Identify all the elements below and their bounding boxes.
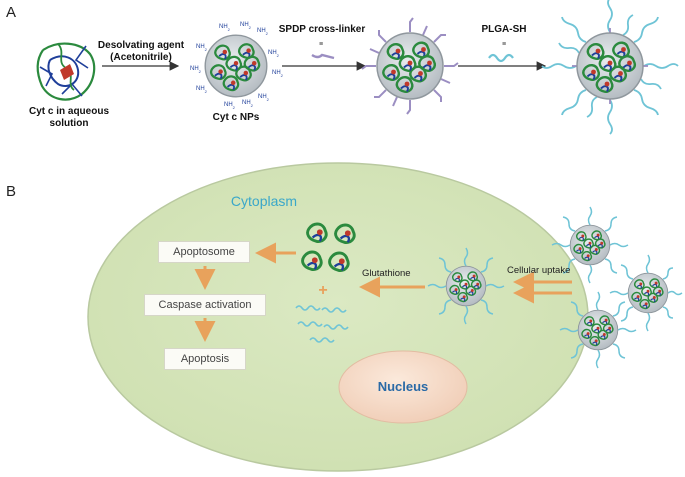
plga-sh-polymer-icon: ≡: [488, 41, 514, 63]
protein-label: Cyt c in aqueous solution: [14, 106, 124, 130]
svg-text:NH2: NH2: [240, 22, 252, 30]
svg-text:NH2: NH2: [258, 94, 270, 102]
desolvating-agent-label: Desolvating agent (Acetonitrile): [88, 40, 194, 64]
cell-body: [87, 162, 589, 472]
svg-text:NH2: NH2: [196, 86, 208, 94]
svg-text:NH2: NH2: [242, 100, 254, 108]
protein-label-line2: solution: [49, 118, 89, 129]
cellular-uptake-label: Cellular uptake: [507, 265, 571, 276]
desolvating-agent-line1: Desolvating agent: [97, 40, 185, 51]
nucleus: [338, 350, 468, 424]
spdp-label: SPDP cross-linker: [278, 24, 366, 35]
panel-a-letter: A: [6, 4, 17, 21]
svg-text:NH2: NH2: [224, 102, 236, 110]
cytoplasm-label: Cytoplasm: [230, 193, 298, 209]
svg-text:≡: ≡: [502, 41, 506, 48]
cyt-c-nanoparticle: [205, 35, 267, 97]
extracellular-nanoparticle-1: [551, 206, 629, 284]
panel-b-letter: B: [6, 183, 17, 200]
svg-text:≡: ≡: [319, 41, 323, 48]
plga-coated-nanoparticle: [541, 0, 679, 135]
spdp-linker-icon: ≡: [311, 41, 335, 60]
cyt-c-nps-label: Cyt c NPs: [212, 112, 260, 123]
apoptosome-box: Apoptosome: [158, 241, 250, 263]
apoptosis-box: Apoptosis: [164, 348, 246, 370]
svg-text:NH2: NH2: [219, 24, 231, 32]
cyt-c-protein-structure: [36, 42, 96, 101]
protein-label-line1: Cyt c in aqueous: [28, 106, 109, 117]
extracellular-nanoparticle-2: [609, 254, 683, 332]
plus-sign: +: [318, 282, 327, 299]
nucleus-label: Nucleus: [377, 379, 429, 394]
internalized-nanoparticle: [427, 247, 505, 325]
glutathione-label: Glutathione: [362, 268, 411, 279]
svg-text:NH2: NH2: [196, 44, 208, 52]
plga-sh-label: PLGA-SH: [481, 24, 527, 35]
svg-text:NH2: NH2: [190, 66, 202, 74]
nh2-groups: NH2 NH2 NH2 NH2 NH2 NH2 NH2 NH2 NH2 NH2 …: [190, 22, 284, 110]
svg-text:NH2: NH2: [257, 28, 269, 36]
desolvating-agent-line2: (Acetonitrile): [110, 52, 172, 63]
svg-text:NH2: NH2: [268, 50, 280, 58]
caspase-activation-box: Caspase activation: [144, 294, 266, 316]
svg-text:NH2: NH2: [272, 70, 284, 78]
linker-modified-nanoparticle: [361, 17, 459, 115]
extracellular-nanoparticle-3: [559, 291, 637, 369]
